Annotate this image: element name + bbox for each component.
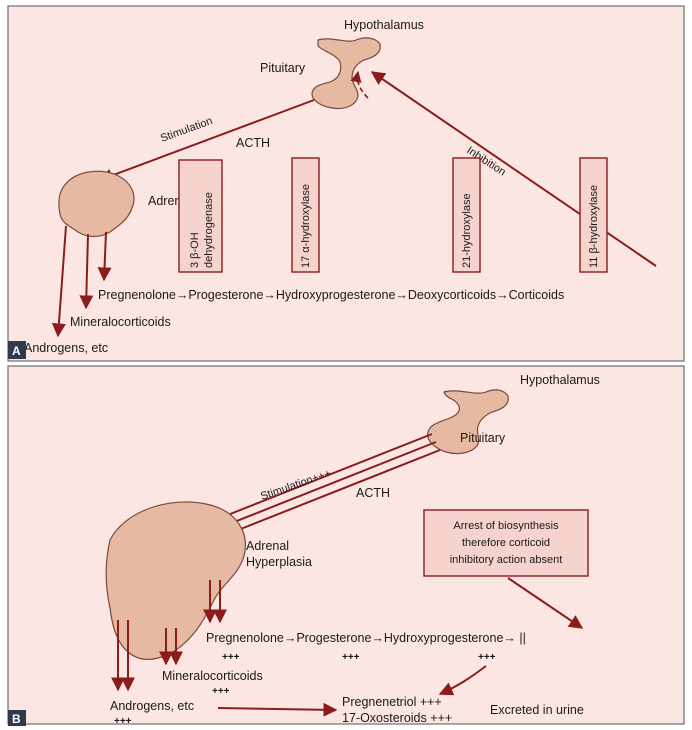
excreted-label: Excreted in urine: [490, 703, 584, 717]
pregnenolone-plus: +++: [222, 652, 240, 663]
enzyme-box-11b: 11 β-hydroxylase: [580, 158, 607, 272]
pituitary-label-b: Pituitary: [460, 431, 506, 445]
enzyme-box-17a: 17 α-hydroxylase: [292, 158, 319, 272]
steroid-pathway-b: Pregnenolone→Progesterone→Hydroxyprogest…: [206, 631, 526, 645]
enzyme-3b-oh-label-line2: dehydrogenase: [203, 192, 215, 268]
oxosteroids-label: 17-Oxosteroids +++: [342, 711, 452, 725]
acth-label-a: ACTH: [236, 136, 270, 150]
panel-b-letter: B: [12, 712, 21, 726]
arrest-note-box: Arrest of biosynthesis therefore cortico…: [424, 510, 588, 576]
panel-a: Hypothalamus Pituitary Stimulation ACTH …: [8, 6, 684, 361]
adrenal-label-b-line2: Hyperplasia: [246, 555, 312, 569]
arrest-note-line1: Arrest of biosynthesis: [453, 520, 559, 532]
arrest-note-line3: inhibitory action absent: [450, 554, 563, 566]
mineralocorticoids-label-a: Mineralocorticoids: [70, 315, 171, 329]
enzyme-11b-label: 11 β-hydroxylase: [588, 185, 600, 268]
steroid-pathway-a: Pregnenolone→Progesterone→Hydroxyprogest…: [98, 288, 564, 302]
enzyme-17a-label: 17 α-hydroxylase: [300, 184, 312, 268]
hydroxyprogesterone-plus: +++: [478, 652, 496, 663]
panel-b: Hypothalamus Pituitary Stimulation+++ AC…: [8, 366, 684, 727]
enzyme-3b-oh-label-line1: 3 β-OH: [189, 232, 201, 268]
mineralocorticoids-plus: +++: [212, 686, 230, 697]
hypothalamus-label-a: Hypothalamus: [344, 18, 424, 32]
pituitary-label-a: Pituitary: [260, 61, 306, 75]
enzyme-21-label: 21-hydroxylase: [461, 193, 473, 268]
mineralocorticoids-label-b: Mineralocorticoids: [162, 669, 263, 683]
hypothalamus-label-b: Hypothalamus: [520, 373, 600, 387]
progesterone-plus: +++: [342, 652, 360, 663]
panel-a-letter: A: [12, 344, 21, 358]
enzyme-box-3b-oh: 3 β-OH dehydrogenase: [179, 160, 222, 272]
pregnanetriol-label: Pregnenetriol +++: [342, 695, 442, 709]
androgens-label-b: Androgens, etc: [110, 699, 194, 713]
enzyme-box-21: 21-hydroxylase: [453, 158, 480, 272]
androgens-label-a: Androgens, etc: [24, 341, 108, 355]
arrest-note-line2: therefore corticoid: [462, 537, 550, 549]
androgens-plus: +++: [114, 716, 132, 727]
adrenal-label-b-line1: Adrenal: [246, 539, 289, 553]
acth-label-b: ACTH: [356, 486, 390, 500]
